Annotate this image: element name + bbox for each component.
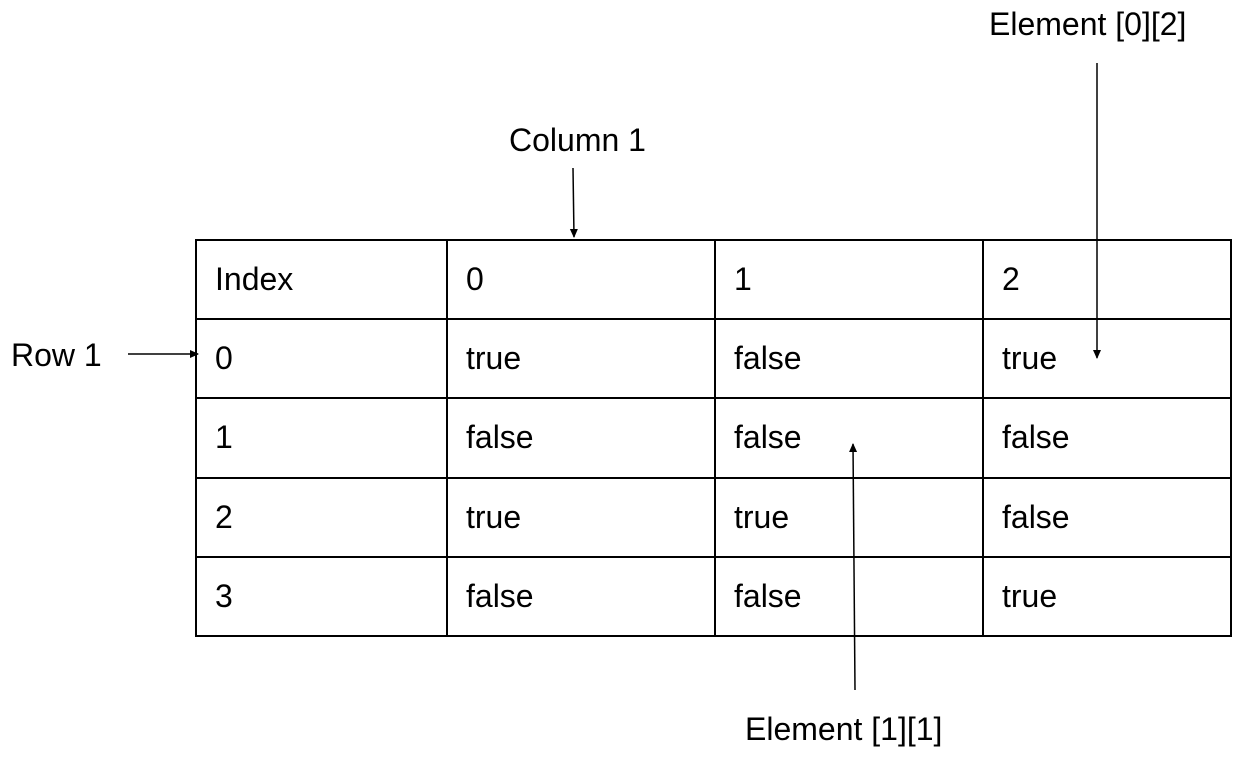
table-cell: true: [446, 476, 716, 558]
header-cell: 0: [446, 238, 716, 321]
table-cell: false: [982, 476, 1232, 558]
header-cell: Index: [195, 238, 448, 321]
table-row: 0 true false true: [195, 318, 1232, 400]
table-cell: false: [982, 397, 1232, 479]
table-cell: false: [714, 555, 984, 638]
table-cell: true: [982, 555, 1232, 638]
row-index-cell: 2: [195, 476, 448, 558]
boolean-array-table: Index 0 1 2 0 true false true 1 false fa…: [195, 238, 1232, 638]
table-cell: false: [446, 397, 716, 479]
table-cell: false: [446, 555, 716, 638]
arrow-column-1: [569, 167, 578, 238]
table-row: 1 false false false: [195, 397, 1232, 479]
table-cell: true: [982, 318, 1232, 400]
table-header-row: Index 0 1 2: [195, 238, 1232, 321]
callout-column-1: Column 1: [509, 122, 646, 158]
header-cell: 1: [714, 238, 984, 321]
callout-element-0-2: Element [0][2]: [989, 6, 1187, 42]
callout-element-1-1: Element [1][1]: [745, 711, 943, 747]
row-index-cell: 0: [195, 318, 448, 400]
callout-row-1: Row 1: [11, 337, 102, 373]
table-cell: false: [714, 397, 984, 479]
row-index-cell: 3: [195, 555, 448, 638]
table-row: 2 true true false: [195, 476, 1232, 558]
table-cell: false: [714, 318, 984, 400]
header-cell: 2: [982, 238, 1232, 321]
row-index-cell: 1: [195, 397, 448, 479]
table-cell: true: [446, 318, 716, 400]
table-row: 3 false false true: [195, 555, 1232, 638]
table-cell: true: [714, 476, 984, 558]
